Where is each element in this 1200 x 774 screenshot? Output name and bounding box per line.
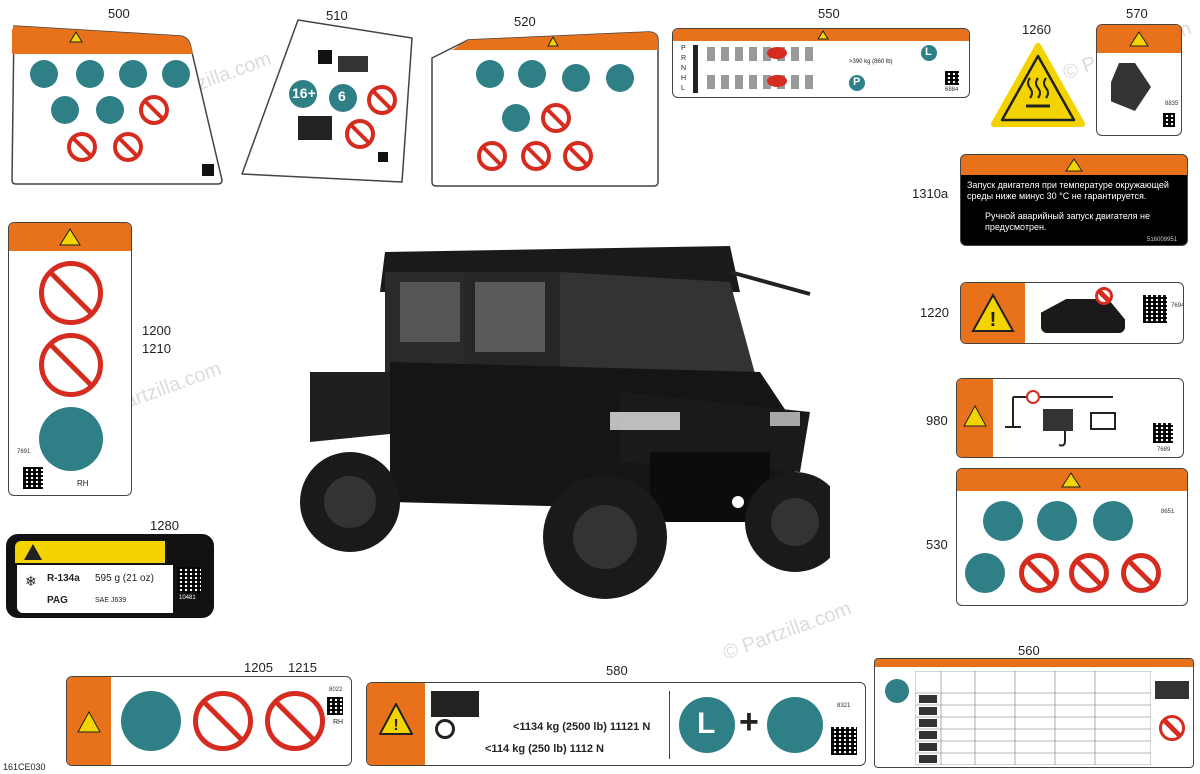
side-label: RH <box>333 719 344 726</box>
decal-1200: RH 7691 <box>8 222 132 496</box>
warning-line-3: Ручной аварийный запуск двигателя не <box>985 211 1151 221</box>
decal-1220: ! 7694 <box>960 282 1184 344</box>
qr-code <box>23 467 43 489</box>
diagram-code: 161CE030 <box>3 762 46 772</box>
callout-550: 550 <box>818 6 840 21</box>
decal-1205: 8022 RH <box>66 676 352 766</box>
vehicle-illustration <box>300 246 830 599</box>
seat-belt-icon <box>39 407 103 471</box>
low-gear-icon <box>679 697 735 753</box>
decal-550: P R N H L >390 kg (860 lb) L P 6884 <box>672 28 970 98</box>
warning-line-1: Запуск двигателя при температуре окружаю… <box>967 180 1169 190</box>
decal-code: 516009951 <box>1147 237 1178 243</box>
gear-r: R <box>681 55 687 62</box>
decal-580: ! <1134 kg (2500 lb) 11121 N <114 kg (25… <box>366 682 866 766</box>
warning-line-4: предусмотрен. <box>985 222 1047 232</box>
low-gear-label: L <box>697 707 716 740</box>
seat-belt-icon <box>121 691 181 751</box>
callout-1200: 1200 <box>142 323 171 338</box>
park-label: P <box>853 76 861 88</box>
seated-icon <box>965 553 1005 593</box>
qr-code <box>1163 113 1175 127</box>
callout-510: 510 <box>326 8 348 23</box>
refrigerant-label: R-134a <box>47 573 80 584</box>
decal-code: 8022 <box>329 687 343 693</box>
decal-510 <box>241 19 413 183</box>
qr-code <box>1143 295 1167 323</box>
gear-p: P <box>681 45 686 52</box>
decal-code: 7689 <box>1157 447 1171 453</box>
load-weight-label: >390 kg (860 lb) <box>849 59 893 65</box>
decal-code: 8321 <box>837 703 851 709</box>
tow-load-label: <1134 kg (2500 lb) 11121 N <box>513 721 651 733</box>
qr-code <box>945 71 959 85</box>
decal-code: 7694 <box>1171 303 1184 309</box>
warning-line-2: среды ниже минус 30 °C не гарантируется. <box>967 191 1147 201</box>
manual-icon <box>983 501 1023 541</box>
tongue-load-label: <114 kg (250 lb) 1112 N <box>485 743 604 755</box>
svg-text:!: ! <box>990 309 997 331</box>
age-16-label: 16+ <box>292 85 316 101</box>
prohibition-icon <box>1095 287 1113 305</box>
gear-n: N <box>681 65 687 72</box>
callout-1215: 1215 <box>288 660 317 675</box>
low-gear-label: L <box>925 46 932 58</box>
decal-520 <box>431 31 659 187</box>
plus-sign: + <box>739 703 759 741</box>
callout-570: 570 <box>1126 6 1148 21</box>
prohibition-icon <box>1069 553 1109 593</box>
decal-code: 7691 <box>17 449 31 455</box>
side-label: RH <box>77 479 89 488</box>
decal-570: 8835 <box>1096 24 1182 136</box>
callout-980: 980 <box>926 413 948 428</box>
manual-icon <box>885 679 909 703</box>
turtle-icon <box>767 697 823 753</box>
low-gear-icon <box>921 45 937 61</box>
callout-1310a: 1310a <box>912 186 949 201</box>
prohibition-icon <box>1019 553 1059 593</box>
decal-560 <box>874 658 1194 768</box>
decal-code: 6884 <box>945 87 959 93</box>
decal-1280: R-134a 595 g (21 oz) PAG SAE J639 ❄ 1048… <box>6 534 214 618</box>
qr-code <box>1153 423 1173 443</box>
gear-h: H <box>681 75 687 82</box>
prohibition-icon <box>193 691 253 751</box>
callout-520: 520 <box>514 14 536 29</box>
qr-code <box>831 727 857 755</box>
age-6-label: 6 <box>338 88 346 104</box>
decal-530: 8651 <box>956 468 1188 606</box>
snowflake-icon: ❄ <box>25 573 37 589</box>
callout-560: 560 <box>1018 643 1040 658</box>
standard-label: SAE J639 <box>95 597 127 604</box>
seat-belt-icon <box>1093 501 1133 541</box>
callout-1220: 1220 <box>920 305 949 320</box>
svg-text:!: ! <box>393 717 398 734</box>
prohibition-icon <box>1121 553 1161 593</box>
callout-1210: 1210 <box>142 341 171 356</box>
decal-code: 8835 <box>1165 101 1179 107</box>
qr-code <box>177 567 201 593</box>
oil-label: PAG <box>47 595 68 606</box>
park-icon <box>849 75 865 91</box>
prohibition-icon <box>1159 715 1185 741</box>
decal-500 <box>11 25 223 185</box>
decal-1310a: Запуск двигателя при температуре окружаю… <box>960 154 1188 246</box>
prohibition-icon <box>39 261 103 325</box>
refrigerant-amount: 595 g (21 oz) <box>95 573 154 584</box>
helmet-icon <box>1037 501 1077 541</box>
prohibition-icon <box>265 691 325 751</box>
prohibition-icon <box>39 333 103 397</box>
decal-code: 8651 <box>1161 509 1175 515</box>
callout-1260: 1260 <box>1022 22 1051 37</box>
qr-code <box>327 697 343 715</box>
callout-580: 580 <box>606 663 628 678</box>
callout-1280: 1280 <box>150 518 179 533</box>
gear-l: L <box>681 85 685 92</box>
decal-code: 10481 <box>179 595 196 601</box>
callout-500: 500 <box>108 6 130 21</box>
decal-980: 7689 <box>956 378 1184 458</box>
callout-1205: 1205 <box>244 660 273 675</box>
callout-530: 530 <box>926 537 948 552</box>
decal-1260 <box>991 43 1085 127</box>
